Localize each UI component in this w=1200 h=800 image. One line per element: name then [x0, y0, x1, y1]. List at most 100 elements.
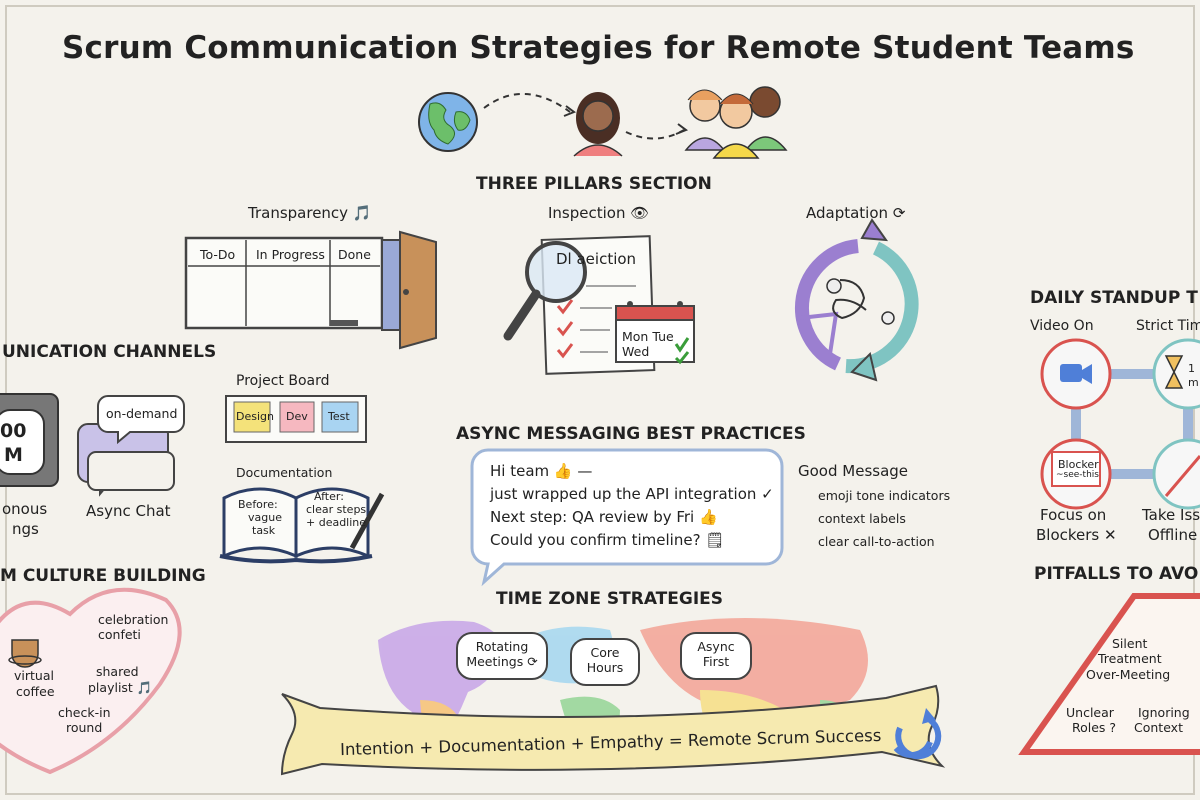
pitfall-over-meeting: Over-Meeting: [1086, 667, 1171, 682]
open-door-icon: [381, 230, 437, 350]
culture-celebration: celebration: [98, 612, 169, 627]
eye-icon: 👁: [630, 204, 650, 222]
pitfall-roles: Roles ?: [1072, 720, 1117, 735]
dashed-arrow-2: [625, 129, 685, 140]
message-line-3: Next step: QA review by Fri 👍: [490, 508, 718, 526]
refresh-cycle-icon: [893, 708, 942, 760]
standup-heading: DAILY STANDUP T: [1030, 288, 1198, 308]
inspection-label: Inspection 👁: [548, 204, 650, 222]
checklist-heading: Dl aeiction: [556, 250, 637, 268]
standup-cycle: [1040, 338, 1200, 510]
good-message-label: Good Message: [798, 462, 909, 480]
before-label: Before:: [238, 498, 278, 511]
after-deadline: + deadline: [306, 516, 367, 529]
strict-time-label: Strict Tim: [1136, 318, 1200, 334]
coffee-cup-icon: [8, 639, 42, 668]
project-board-icon: [225, 395, 367, 443]
before-task: task: [252, 524, 276, 537]
bubble-core-1: Core: [590, 645, 620, 660]
calendar-day-wed: Wed: [622, 344, 650, 359]
open-notebook-icon: [219, 487, 385, 564]
board-column-done: Done: [338, 247, 371, 262]
bubble-rotating-meetings: Rotating Meetings ⟳: [456, 632, 548, 680]
arrow-head-1: [563, 105, 577, 117]
project-board-label: Project Board: [236, 373, 330, 389]
team-avatars-icon: [684, 86, 788, 159]
culture-heart: [0, 587, 182, 775]
message-line-4: Could you confirm timeline? 🗒: [490, 531, 725, 549]
pillars-heading: THREE PILLARS SECTION: [476, 174, 712, 194]
culture-coffee: coffee: [16, 684, 55, 699]
pitfall-silent: Silent: [1112, 636, 1148, 651]
pitfall-unclear: Unclear: [1066, 705, 1114, 720]
take-offline-1: Take Iss: [1142, 506, 1200, 524]
on-demand-label: on-demand: [106, 406, 178, 421]
before-vague: vague: [248, 511, 282, 524]
async-chat-label: Async Chat: [86, 502, 171, 520]
culture-check-in: check-in: [58, 705, 111, 720]
timezone-heading: TIME ZONE STRATEGIES: [496, 589, 724, 609]
pitfalls-heading: PITFALLS TO AVO: [1034, 564, 1199, 584]
music-note-icon: 🎵: [352, 204, 372, 222]
chat-bubbles-icon: [77, 395, 185, 497]
note-design: Design: [236, 410, 274, 423]
calendar-icon: [615, 301, 695, 365]
culture-confetti: confeti: [98, 627, 141, 642]
tip-context-labels: context labels: [818, 511, 906, 526]
board-column-in-progress: In Progress: [256, 247, 325, 262]
magnifying-glass-icon: [503, 241, 587, 341]
bubble-core-hours: Core Hours: [570, 638, 640, 686]
message-bubble: [470, 448, 784, 587]
video-on-label: Video On: [1030, 318, 1094, 334]
bubble-rotating-2: Meetings ⟳: [466, 654, 538, 669]
timer-number: 1: [1188, 362, 1195, 375]
cycle-arrows-icon: ⟳: [892, 204, 906, 222]
pitfall-triangle: [1018, 593, 1200, 755]
tip-emoji-tone: emoji tone indicators: [818, 488, 951, 503]
channels-heading: UNICATION CHANNELS: [2, 342, 217, 362]
pitfall-context: Context: [1134, 720, 1183, 735]
focus-blockers-2: Blockers ✕: [1036, 526, 1117, 544]
clock-hours: 00: [0, 420, 27, 442]
bubble-async-2: First: [702, 654, 730, 669]
culture-round: round: [66, 720, 103, 735]
message-line-1: Hi team 👍 —: [490, 462, 593, 480]
culture-heading: M CULTURE BUILDING: [0, 566, 206, 586]
globe-icon: [418, 92, 478, 152]
blocker-sign-text: Blocker: [1058, 458, 1099, 471]
bubble-async-1: Async: [697, 639, 735, 654]
culture-virtual: virtual: [14, 668, 54, 683]
focus-blockers-1: Focus on: [1040, 506, 1107, 524]
bubble-rotating-1: Rotating: [475, 639, 529, 654]
timer-unit: m: [1188, 376, 1199, 389]
culture-playlist: playlist 🎵: [88, 680, 153, 695]
bubble-core-2: Hours: [586, 660, 624, 675]
async-heading: ASYNC MESSAGING BEST PRACTICES: [456, 424, 806, 444]
after-clear-steps: clear steps: [306, 503, 367, 516]
sync-meetings-label-1: onous: [2, 500, 48, 518]
sync-meetings-label-2: ngs: [12, 520, 39, 538]
dashed-arrow-1: [483, 92, 571, 113]
culture-shared: shared: [96, 664, 139, 679]
take-offline-2: Offline: [1148, 526, 1198, 544]
tip-call-to-action: clear call-to-action: [818, 534, 935, 549]
adaptation-cycle-icon: [794, 218, 919, 382]
student-avatar-icon: [573, 92, 623, 157]
arrow-head-2: [675, 123, 689, 135]
bubble-async-first: Async First: [680, 632, 752, 680]
message-line-2: just wrapped up the API integration ✓: [490, 485, 774, 503]
calendar-days: Mon Tue: [622, 329, 674, 344]
board-column-todo: To-Do: [200, 247, 236, 262]
blocker-sign-sub: ~see-this: [1056, 470, 1099, 480]
pitfall-treatment: Treatment: [1098, 651, 1162, 666]
slogan-banner: [280, 684, 946, 776]
kanban-board: [184, 236, 384, 330]
after-label: After:: [314, 490, 344, 503]
page-title: Scrum Communication Strategies for Remot…: [62, 30, 1135, 66]
adaptation-label: Adaptation ⟳: [806, 204, 906, 222]
transparency-label: Transparency 🎵: [248, 204, 372, 222]
note-test: Test: [328, 410, 350, 423]
pitfall-ignoring: Ignoring: [1138, 705, 1190, 720]
clock-meridiem: M: [4, 444, 23, 466]
